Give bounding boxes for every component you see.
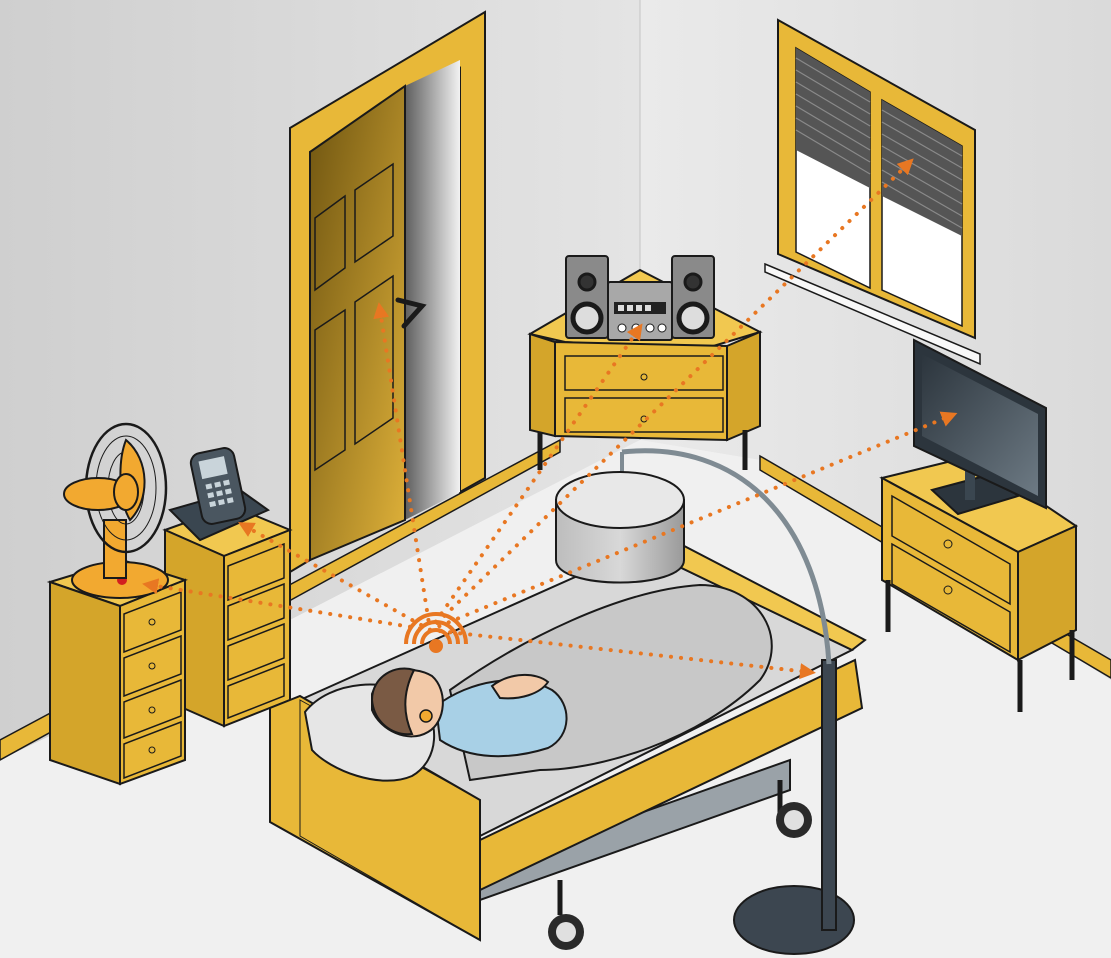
bed-wheel [548,914,584,950]
bed-wheel [776,802,812,838]
cabinet-side-left [530,334,555,436]
cabinet-drawer-top [565,356,723,390]
cabinet-drawer-bottom [565,398,723,432]
door-opening [405,60,460,520]
cabinet-side-right [727,332,760,440]
ear-implant [420,710,432,722]
